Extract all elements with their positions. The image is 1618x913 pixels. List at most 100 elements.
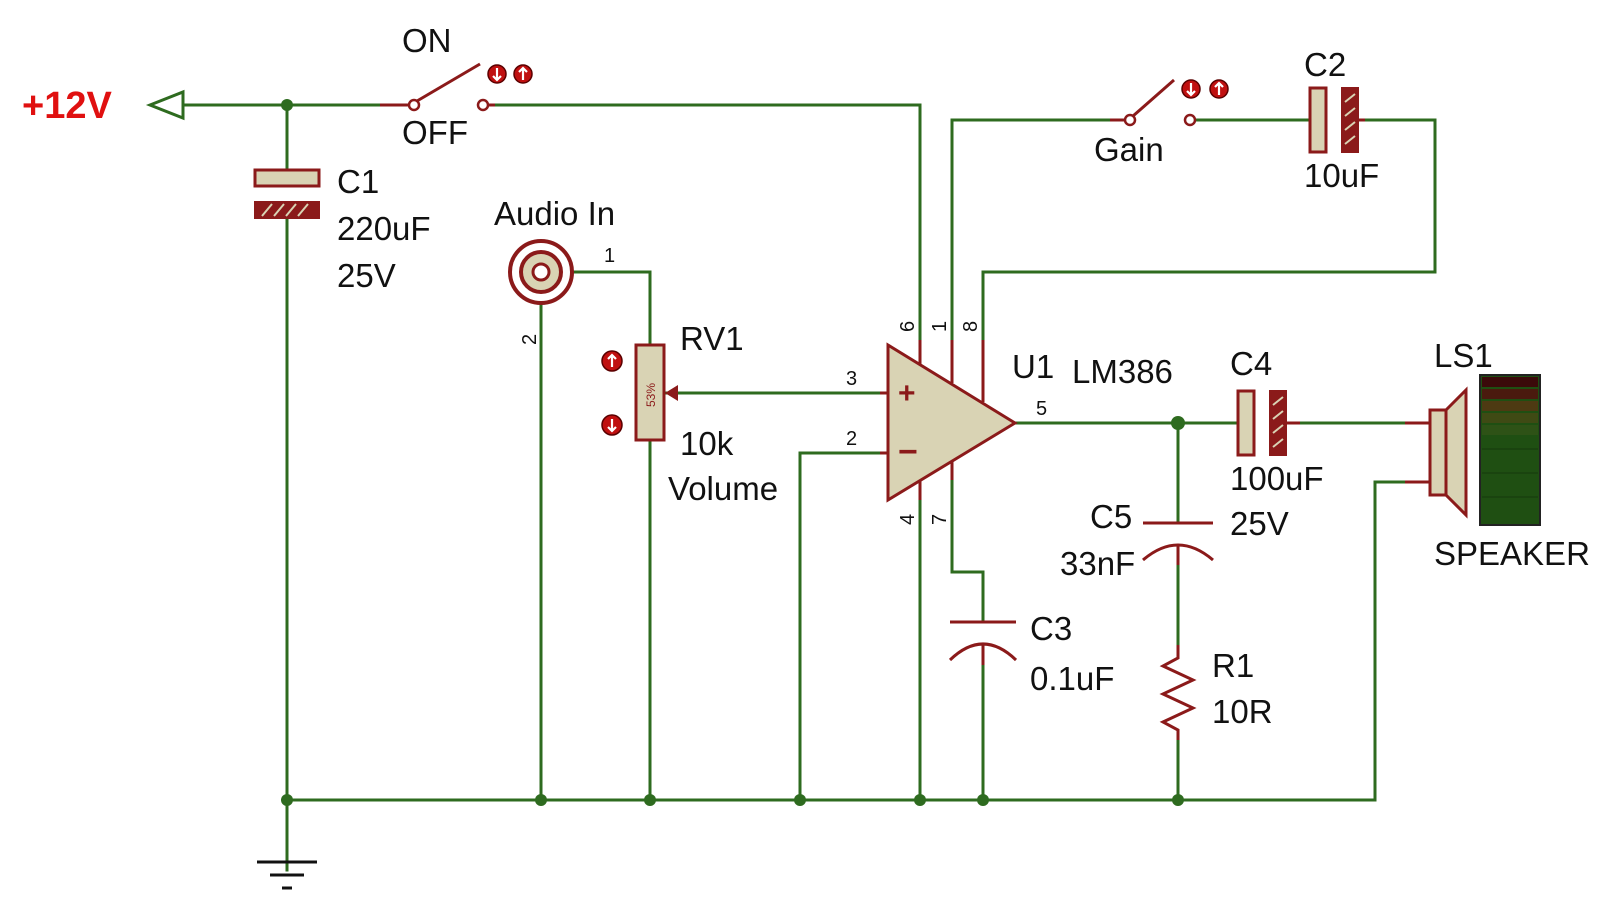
rv1-increase-icon[interactable] bbox=[601, 350, 623, 372]
wire-switch-to-pin6 bbox=[493, 103, 922, 342]
c1-value: 220uF bbox=[337, 210, 431, 247]
audio-in-pin2: 2 bbox=[519, 334, 541, 345]
u1-part: LM386 bbox=[1072, 353, 1173, 390]
switch-gain-lever[interactable] bbox=[1132, 78, 1175, 118]
u1-minus-sign: − bbox=[898, 433, 918, 471]
audio-in-jack: Audio In 1 2 bbox=[494, 195, 615, 345]
wires bbox=[183, 103, 1437, 872]
c3-plate-curved bbox=[948, 642, 1018, 662]
power-arrow-icon bbox=[145, 89, 185, 121]
junction-ground-c1 bbox=[281, 794, 293, 806]
level-meter-seg-4 bbox=[1482, 413, 1538, 423]
level-meter-seg-5 bbox=[1482, 425, 1538, 435]
resistor-r1: R1 10R bbox=[1159, 645, 1273, 740]
c1-plate-positive bbox=[253, 168, 321, 188]
ls1-magnet bbox=[1428, 408, 1448, 497]
junctions bbox=[281, 99, 1185, 806]
switch-gain-contact-right bbox=[1183, 113, 1197, 127]
capacitor-c2: C2 10uF bbox=[1304, 46, 1379, 194]
gain-switch[interactable]: Gain bbox=[1094, 78, 1229, 168]
r1-zigzag bbox=[1159, 645, 1197, 740]
ls1-ref: LS1 bbox=[1434, 337, 1493, 374]
switch-power-contact-right bbox=[476, 98, 490, 112]
ground-symbol bbox=[257, 860, 317, 890]
power-label: +12V bbox=[22, 85, 112, 127]
switch-power-off-label: OFF bbox=[402, 114, 468, 151]
u1-body bbox=[886, 342, 1018, 503]
level-meter-seg-2 bbox=[1482, 389, 1538, 399]
rv1-value: 10k bbox=[680, 425, 734, 462]
ls1-level-meter bbox=[1479, 374, 1541, 526]
junction-ground-audio bbox=[535, 794, 547, 806]
c1-hatch bbox=[261, 203, 309, 217]
c2-plate-positive bbox=[1308, 86, 1328, 154]
audio-in-pin1: 1 bbox=[604, 245, 615, 267]
switch-gain-toggle-up-icon[interactable] bbox=[1209, 79, 1229, 99]
u1-pin3-label: 3 bbox=[846, 368, 857, 390]
c5-value: 33nF bbox=[1060, 545, 1135, 582]
rv1-ref: RV1 bbox=[680, 320, 744, 357]
u1-plus-sign: + bbox=[898, 377, 916, 410]
c1-voltage: 25V bbox=[337, 257, 396, 294]
switch-power-contact-left bbox=[407, 98, 421, 112]
wire-ground-rail bbox=[285, 480, 1432, 802]
u1-pin5-label: 5 bbox=[1036, 398, 1047, 420]
switch-power-toggle-up-icon[interactable] bbox=[513, 64, 533, 84]
rv1-percent: 53% bbox=[644, 383, 658, 407]
level-meter-seg-1 bbox=[1482, 377, 1538, 387]
u1-ref: U1 bbox=[1012, 348, 1054, 385]
junction-ground-pot bbox=[644, 794, 656, 806]
capacitor-c4: C4 100uF 25V bbox=[1230, 345, 1324, 542]
potentiometer-rv1[interactable]: 53% RV1 10k Volume bbox=[601, 320, 778, 507]
switch-power-lever[interactable] bbox=[416, 62, 481, 103]
ls1-name: SPEAKER bbox=[1434, 535, 1590, 572]
c2-hatch bbox=[1344, 93, 1356, 145]
c4-ref: C4 bbox=[1230, 345, 1272, 382]
rv1-name: Volume bbox=[668, 470, 778, 507]
switch-gain-contact-left bbox=[1123, 113, 1137, 127]
c2-ref: C2 bbox=[1304, 46, 1346, 83]
c4-voltage: 25V bbox=[1230, 505, 1289, 542]
level-meter-frame bbox=[1479, 374, 1541, 526]
junction-ground-pin2 bbox=[794, 794, 806, 806]
junction-ground-r1 bbox=[1172, 794, 1184, 806]
switch-power-toggle-down-icon[interactable] bbox=[487, 64, 507, 84]
rv1-wiper-arrow-icon bbox=[665, 385, 678, 401]
power-switch[interactable]: ON OFF bbox=[380, 22, 533, 151]
r1-ref: R1 bbox=[1212, 647, 1254, 684]
c4-value: 100uF bbox=[1230, 460, 1324, 497]
switch-gain-toggle-down-icon[interactable] bbox=[1181, 79, 1201, 99]
ls1-cone bbox=[1444, 386, 1468, 519]
switch-gain-label: Gain bbox=[1094, 131, 1164, 168]
junction-output-c5 bbox=[1171, 416, 1185, 430]
u1-pin4-label: 4 bbox=[897, 514, 919, 525]
power-terminal: +12V bbox=[22, 85, 185, 127]
amplifier-u1: + − 3 2 5 6 1 8 4 7 U1 LM386 bbox=[846, 321, 1173, 525]
c3-ref: C3 bbox=[1030, 610, 1072, 647]
u1-pin1-label: 1 bbox=[929, 321, 951, 332]
c3-value: 0.1uF bbox=[1030, 660, 1114, 697]
r1-value: 10R bbox=[1212, 693, 1273, 730]
junction-ground-pin4 bbox=[914, 794, 926, 806]
audio-jack-center bbox=[531, 262, 551, 282]
wire-audio-tip bbox=[573, 270, 652, 347]
c4-plate-positive bbox=[1236, 389, 1256, 457]
audio-in-label: Audio In bbox=[494, 195, 615, 232]
switch-power-on-label: ON bbox=[402, 22, 452, 59]
u1-pin7-label: 7 bbox=[929, 514, 951, 525]
rv1-decrease-icon[interactable] bbox=[601, 414, 623, 436]
c4-hatch bbox=[1272, 396, 1284, 448]
capacitor-c1: C1 220uF 25V bbox=[253, 163, 431, 294]
c1-ref: C1 bbox=[337, 163, 379, 200]
c5-ref: C5 bbox=[1090, 498, 1132, 535]
junction-ground-c3 bbox=[977, 794, 989, 806]
wire-pin1-to-gain bbox=[950, 118, 1112, 342]
u1-pin2-label: 2 bbox=[846, 428, 857, 450]
u1-pin6-label: 6 bbox=[897, 321, 919, 332]
wire-pin2-to-ground bbox=[798, 451, 882, 802]
speaker-ls1: LS1 SPEAKER bbox=[1405, 337, 1590, 572]
c2-value: 10uF bbox=[1304, 157, 1379, 194]
capacitor-c5: C5 33nF bbox=[1060, 498, 1214, 582]
wire-pin7-to-c3 bbox=[950, 476, 985, 622]
